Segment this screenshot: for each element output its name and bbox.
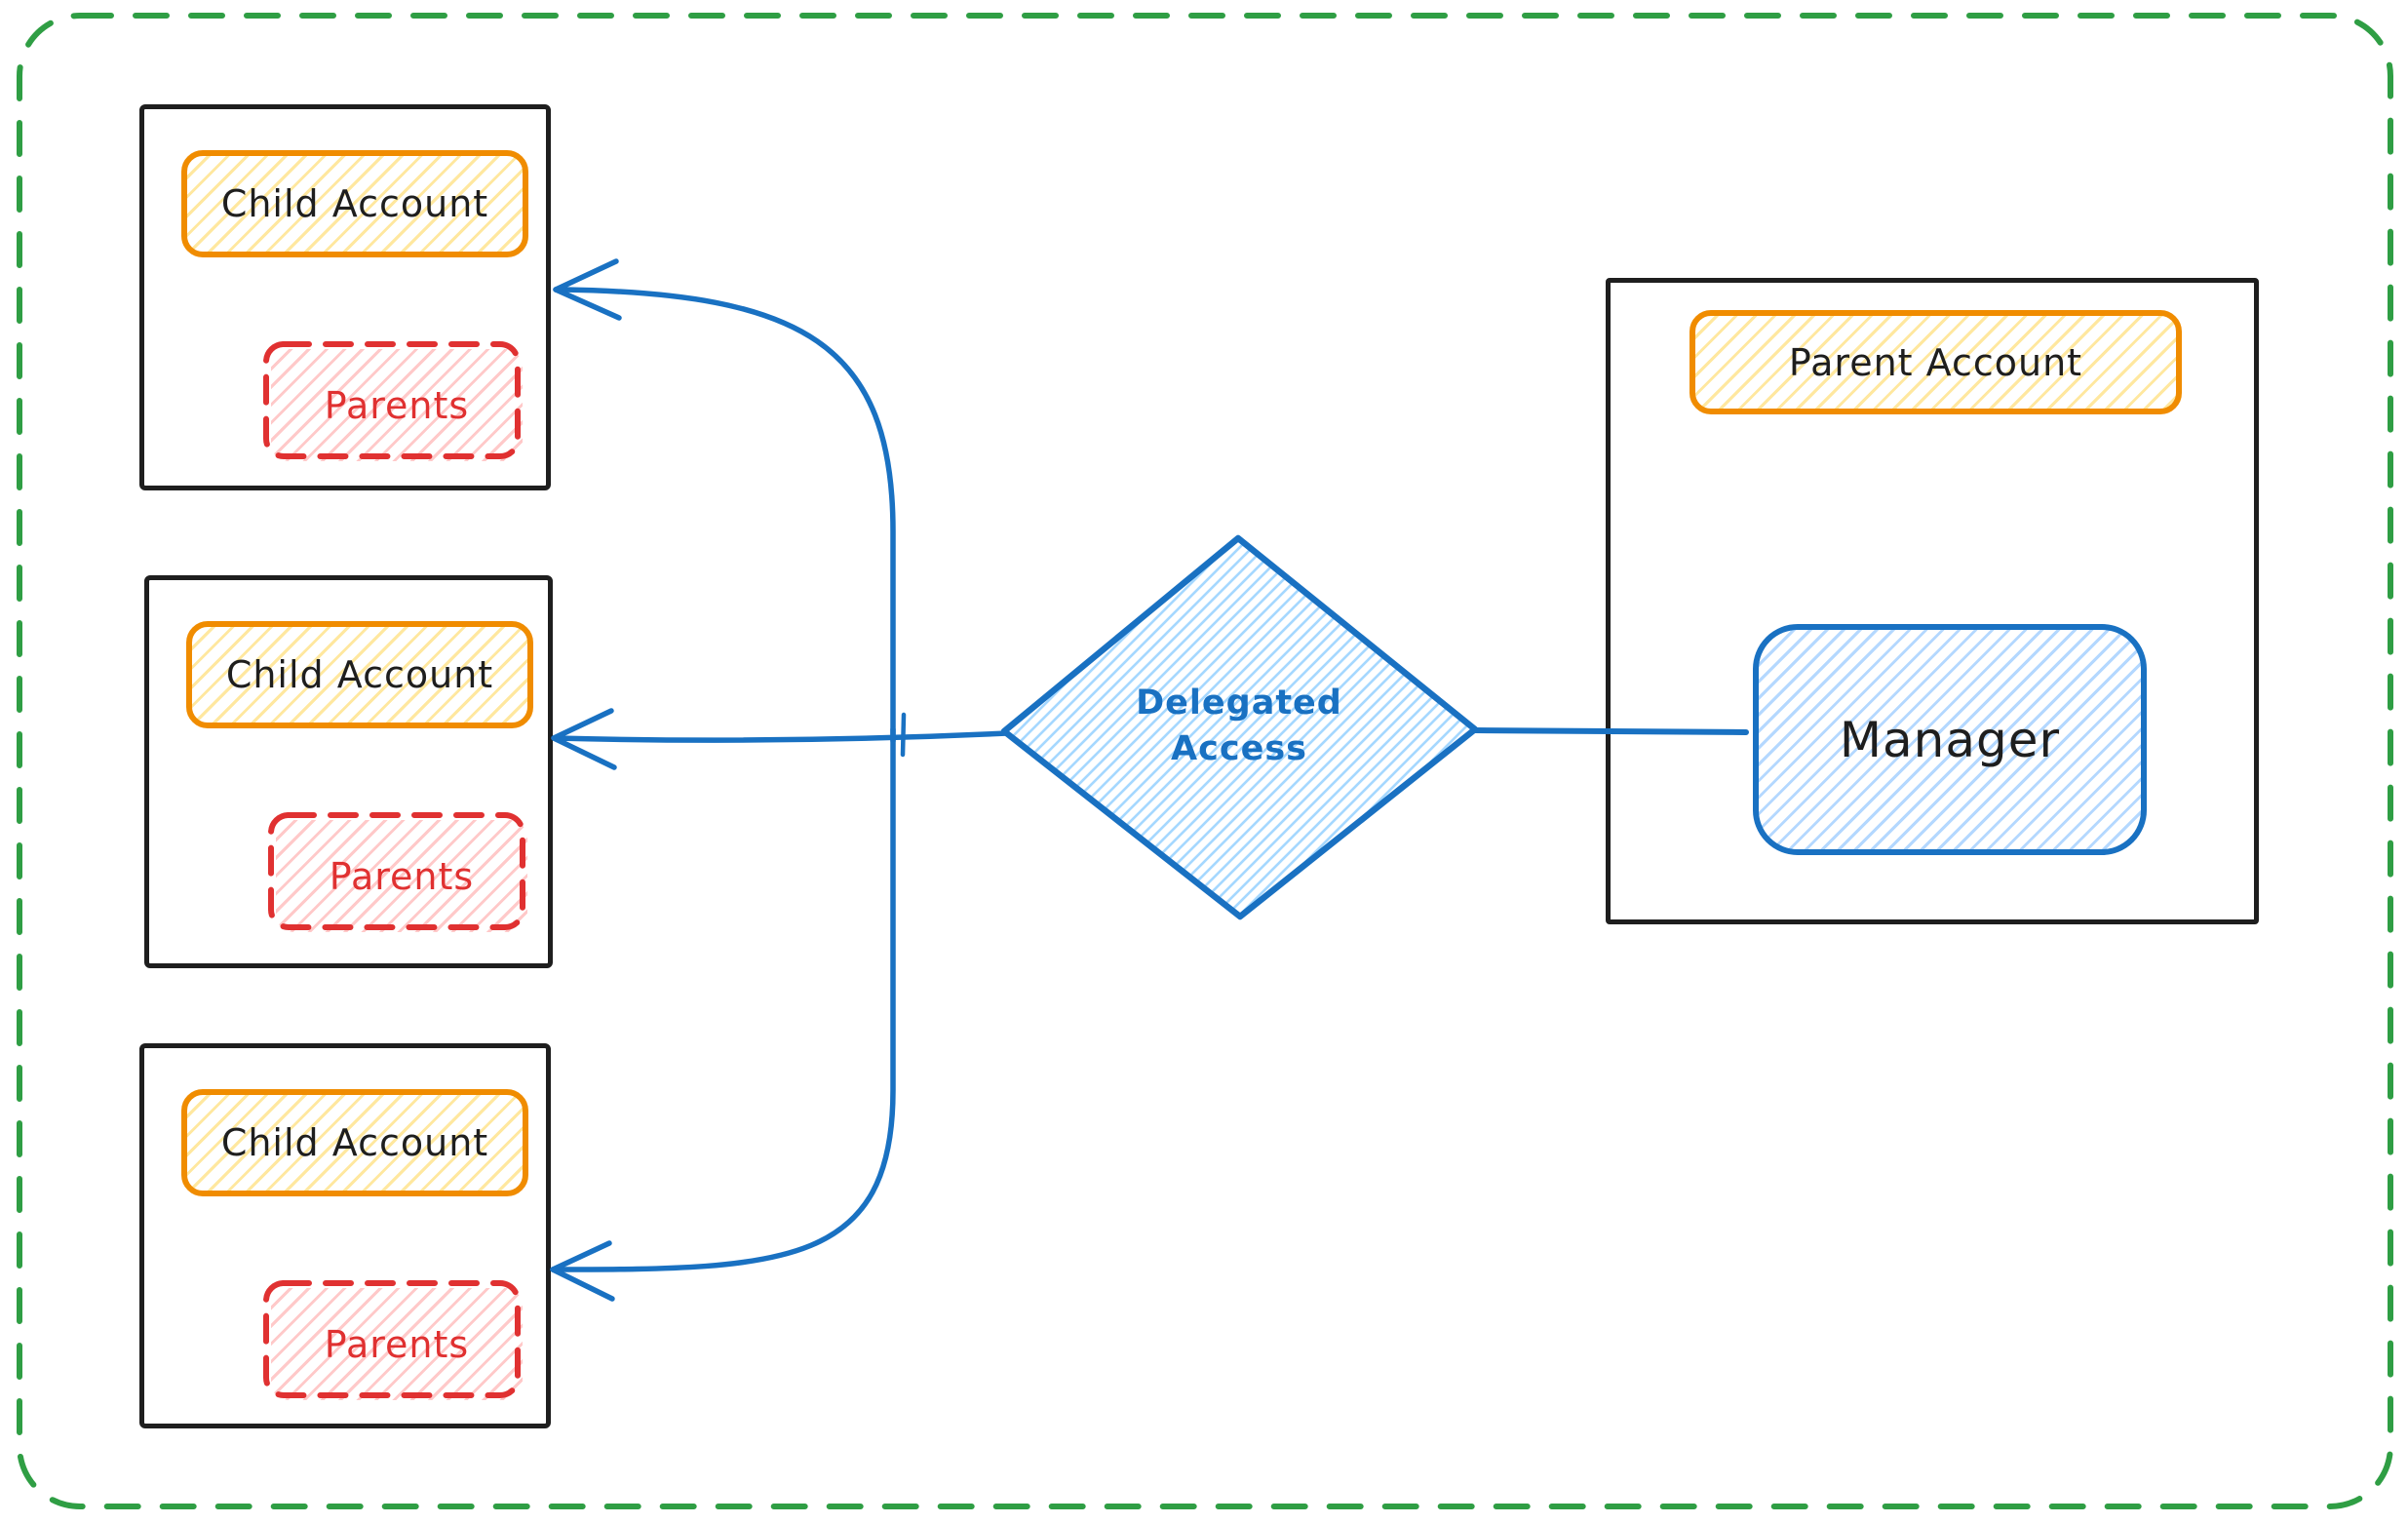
parent-account-label: Parent Account — [1788, 340, 2083, 384]
arrow-delegated-to-child-2 — [551, 708, 1010, 770]
child-account-box-1: Child Account Parents — [139, 104, 551, 490]
child-account-box-2: Child Account Parents — [144, 575, 553, 968]
delegated-access-label: Delegated Access — [1039, 681, 1439, 773]
arrow-delegated-to-child-1 — [553, 258, 896, 744]
parents-label-2: Parents — [329, 854, 475, 898]
arrow-delegated-to-child-3 — [550, 726, 896, 1302]
child-account-label-2: Child Account — [225, 653, 494, 696]
parents-label-3: Parents — [324, 1322, 470, 1366]
parents-chip-2: Parents — [276, 820, 527, 932]
parent-account-box: Parent Account Manager — [1606, 278, 2259, 924]
child-account-chip-1: Child Account — [181, 150, 528, 257]
parents-chip-1: Parents — [271, 349, 523, 461]
delegated-access-line-1: Delegated — [1136, 684, 1342, 723]
parents-chip-3: Parents — [271, 1288, 523, 1400]
parents-label-1: Parents — [324, 383, 470, 427]
child-account-label-3: Child Account — [220, 1121, 489, 1164]
delegated-access-line-2: Access — [1171, 729, 1307, 769]
child-account-box-3: Child Account Parents — [139, 1043, 551, 1428]
manager-label: Manager — [1839, 711, 2061, 768]
trunk-junction-tick — [900, 712, 907, 758]
manager-chip: Manager — [1753, 624, 2147, 855]
child-account-chip-2: Child Account — [186, 621, 533, 728]
child-account-label-1: Child Account — [220, 182, 489, 225]
child-account-chip-3: Child Account — [181, 1089, 528, 1196]
parent-account-chip: Parent Account — [1689, 310, 2182, 414]
